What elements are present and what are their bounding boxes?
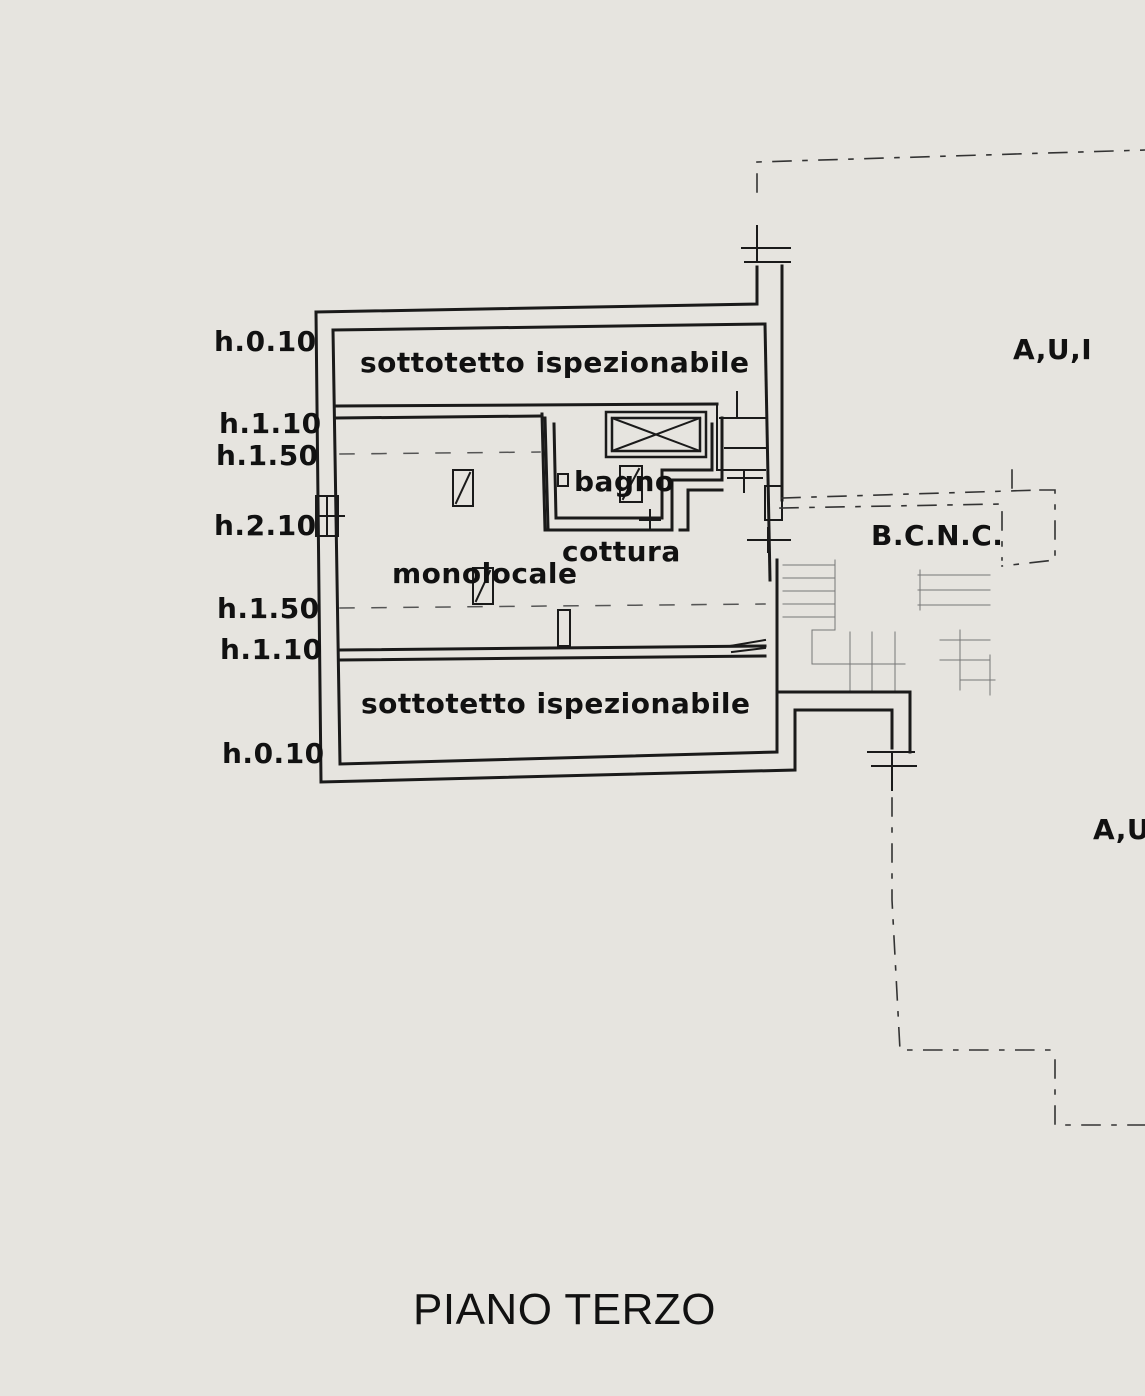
wall-stubs bbox=[741, 225, 917, 791]
adjacent-unit-label-upper: A,U,I bbox=[1013, 333, 1093, 366]
room-label-attic-bottom: sottotetto ispezionabile bbox=[361, 687, 751, 720]
room-label-common-area: B.C.N.C. bbox=[871, 519, 1004, 552]
outer-walls bbox=[314, 264, 912, 784]
window-left bbox=[315, 495, 345, 537]
height-mark: h.1.50 bbox=[216, 439, 319, 472]
room-label-studio: monolocale bbox=[392, 557, 578, 590]
height-mark: h.1.50 bbox=[217, 592, 320, 625]
adjacent-unit-label-lower: A,U bbox=[1093, 813, 1145, 846]
boundary-lines bbox=[756, 149, 1145, 1126]
attic-walls bbox=[335, 402, 767, 662]
height-mark: h.1.10 bbox=[220, 633, 323, 666]
stair-landing bbox=[716, 391, 791, 553]
floor-title: PIANO TERZO bbox=[413, 1285, 716, 1334]
stair-treads bbox=[782, 559, 996, 696]
shaft-box bbox=[604, 410, 708, 459]
room-label-bathroom: bagno bbox=[574, 465, 675, 498]
room-label-kitchen: cottura bbox=[562, 535, 681, 568]
height-mark: h.1.10 bbox=[219, 407, 322, 440]
height-lines bbox=[339, 451, 766, 609]
height-mark: h.0.10 bbox=[214, 325, 317, 358]
room-label-attic-top: sottotetto ispezionabile bbox=[360, 346, 750, 379]
fixtures bbox=[452, 465, 767, 654]
height-mark: h.2.10 bbox=[214, 509, 317, 542]
height-mark: h.0.10 bbox=[222, 737, 325, 770]
